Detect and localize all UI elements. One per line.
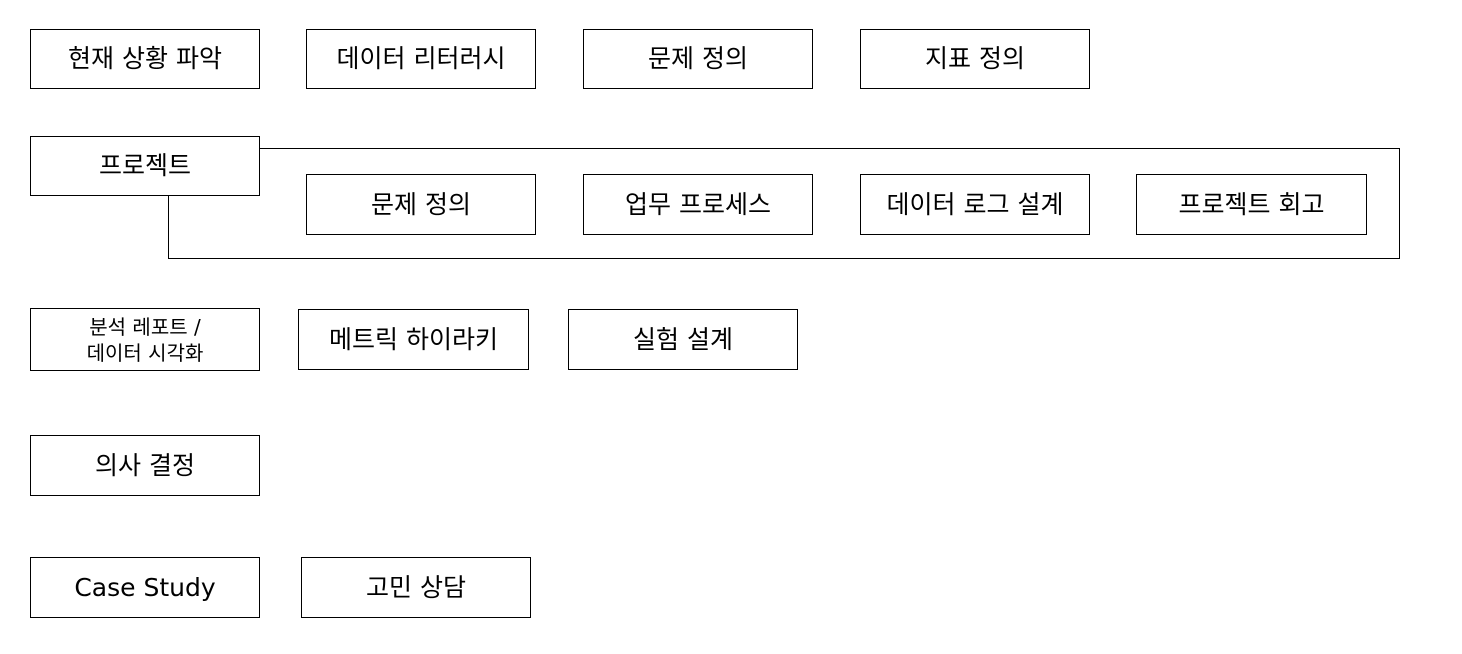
box-metric-definition: 지표 정의 bbox=[860, 29, 1090, 89]
box-metric-hierarchy: 메트릭 하이라키 bbox=[298, 309, 529, 370]
box-experiment-design: 실험 설계 bbox=[568, 309, 798, 370]
box-decision-making: 의사 결정 bbox=[30, 435, 260, 496]
box-consultation: 고민 상담 bbox=[301, 557, 531, 618]
box-analysis-report: 분석 레포트 / 데이터 시각화 bbox=[30, 308, 260, 371]
box-situation: 현재 상황 파악 bbox=[30, 29, 260, 89]
box-data-literacy: 데이터 리터러시 bbox=[306, 29, 536, 89]
box-project-retrospective: 프로젝트 회고 bbox=[1136, 174, 1367, 235]
box-work-process: 업무 프로세스 bbox=[583, 174, 813, 235]
analysis-report-line2: 데이터 시각화 bbox=[86, 340, 204, 365]
box-case-study: Case Study bbox=[30, 557, 260, 618]
box-project-problem-definition: 문제 정의 bbox=[306, 174, 536, 235]
box-problem-definition: 문제 정의 bbox=[583, 29, 813, 89]
box-project: 프로젝트 bbox=[30, 136, 260, 196]
project-group-frame bbox=[168, 148, 1400, 259]
box-data-log-design: 데이터 로그 설계 bbox=[860, 174, 1090, 235]
analysis-report-line1: 분석 레포트 / bbox=[89, 314, 201, 339]
